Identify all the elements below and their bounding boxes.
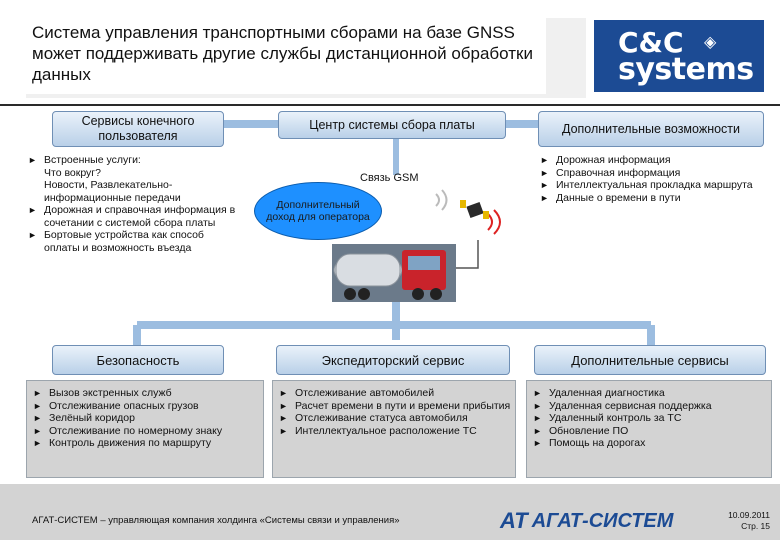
end-user-item: Новости, Развлекательно-информационные п… <box>26 179 236 204</box>
bullet-arrow-icon: ► <box>279 388 288 398</box>
service-item-text: Удаленная сервисная поддержка <box>549 399 712 412</box>
bullet-arrow-icon: ► <box>33 438 42 448</box>
service-item-text: Обновление ПО <box>549 424 629 437</box>
bullet-arrow-icon: ► <box>279 425 288 436</box>
service-item-text: Зелёный коридор <box>49 412 135 424</box>
bullet-arrow-icon: ► <box>33 413 42 423</box>
capability-item: ► Дорожная информация <box>538 154 766 167</box>
forwarding-panel: ► Отслеживание автомобилей ► Расчет времени… <box>272 380 516 478</box>
service-item: ► Вызов экстренных служб <box>31 387 259 400</box>
service-item: ► Отслеживание опасных грузов <box>31 400 259 413</box>
logo-line1: C&C <box>618 26 684 59</box>
service-item: ► Удаленная сервисная поддержка <box>531 400 767 413</box>
bullet-arrow-icon: ► <box>28 205 37 215</box>
bullet-arrow-icon: ► <box>533 425 542 436</box>
end-user-item: ► Дорожная и справочная информация в соче… <box>26 204 236 229</box>
bullet-arrow-icon: ► <box>279 400 288 411</box>
logo-line2: systems <box>618 52 754 87</box>
end-user-item-text: Дорожная и справочная информация в сочет… <box>44 204 236 229</box>
bullet-arrow-icon: ► <box>540 180 549 190</box>
service-item-text: Расчет времени в пути и времени прибытия <box>295 399 511 412</box>
service-item: ► Интеллектуальное расположение ТС <box>277 425 511 438</box>
bullet-arrow-icon: ► <box>33 425 42 436</box>
capability-item-text: Интеллектуальная прокладка маршрута <box>556 179 753 191</box>
agat-logo-text: АГАТ-СИСТЕМ <box>531 509 674 532</box>
end-user-item-text: Бортовые устройства как способ оплаты и … <box>44 229 204 254</box>
service-item-text: Вызов экстренных служб <box>49 387 172 399</box>
bullet-arrow-icon: ► <box>533 438 542 448</box>
service-item-text: Контроль движения по маршруту <box>49 437 212 449</box>
end-user-item: ► Бортовые устройства как способ оплаты и… <box>26 229 236 254</box>
bullet-arrow-icon: ► <box>28 155 37 165</box>
bullet-arrow-icon: ► <box>540 155 549 165</box>
agat-logo-icon: AT <box>500 508 528 533</box>
service-item: ► Помощь на дорогах <box>531 437 767 450</box>
logo-diamond-icon: ◈ <box>704 34 717 51</box>
service-item: ► Контроль движения по маршруту <box>31 437 259 450</box>
bullet-arrow-icon: ► <box>533 400 542 411</box>
additional-services-panel: ► Удаленная диагностика ► Удаленная сервисн… <box>526 380 772 478</box>
header-end-user-services: Сервисы конечного пользователя <box>52 111 224 147</box>
tanker-truck-icon <box>332 244 456 302</box>
service-item: ► Отслеживание автомобилей <box>277 387 511 400</box>
bullet-arrow-icon: ► <box>540 167 549 178</box>
service-item: ► Отслеживание статуса автомобиля <box>277 412 511 425</box>
service-item: ► Зелёный коридор <box>31 412 259 425</box>
satellite-icon <box>460 200 489 219</box>
service-item-text: Удаленная диагностика <box>549 387 665 399</box>
service-item: ► Удаленный контроль за ТС <box>531 412 767 425</box>
additional-capabilities-list: ► Дорожная информация ► Справочная информац… <box>538 154 766 204</box>
bullet-arrow-icon: ► <box>540 192 549 203</box>
title-separator <box>0 104 780 106</box>
signal-wave <box>435 193 440 207</box>
security-panel: ► Вызов экстренных служб ► Отслеживание опа… <box>26 380 264 478</box>
bullet-arrow-icon: ► <box>33 388 42 398</box>
capability-item: ► Данные о времени в пути <box>538 192 766 205</box>
service-item-text: Отслеживание по номерному знаку <box>49 424 223 437</box>
end-user-services-list: ► Встроенные услуги:Что вокруг?Новости, Р… <box>26 154 236 254</box>
truck-satellite-link <box>452 240 479 269</box>
footer-band <box>0 484 780 540</box>
header-additional-services: Дополнительные сервисы <box>534 345 766 375</box>
footer-company-text: АГАТ-СИСТЕМ – управляющая компания холди… <box>32 515 400 526</box>
capability-item-text: Данные о времени в пути <box>556 191 681 204</box>
end-user-item: ► Встроенные услуги: <box>26 154 236 167</box>
service-item-text: Интеллектуальное расположение ТС <box>295 424 477 437</box>
capability-item-text: Справочная информация <box>556 166 681 179</box>
bullet-arrow-icon: ► <box>33 400 42 411</box>
bullet-arrow-icon: ► <box>279 413 288 423</box>
end-user-item-text: Что вокруг? <box>44 166 101 179</box>
header-additional-capabilities: Дополнительные возможности <box>538 111 764 147</box>
header-toll-center: Центр системы сбора платы <box>278 111 506 139</box>
service-item-text: Отслеживание автомобилей <box>295 387 435 399</box>
end-user-item-text: Новости, Развлекательно-информационные п… <box>44 179 181 204</box>
capability-item: ► Интеллектуальная прокладка маршрута <box>538 179 766 192</box>
service-item: ► Отслеживание по номерному знаку <box>31 425 259 438</box>
bullet-arrow-icon: ► <box>533 388 542 398</box>
additional-revenue-oval: Дополнительный доход для оператора <box>254 182 382 240</box>
footer-date: 10.09.2011 <box>728 510 770 520</box>
footer-page: Стр. 15 <box>741 521 770 531</box>
service-item-text: Отслеживание статуса автомобиля <box>295 412 468 424</box>
service-item: ► Расчет времени в пути и времени прибыти… <box>277 400 511 413</box>
service-item: ► Удаленная диагностика <box>531 387 767 400</box>
cc-systems-logo: C&C ◈ systems <box>594 20 764 92</box>
bullet-arrow-icon: ► <box>533 413 542 423</box>
service-item-text: Помощь на дорогах <box>549 437 646 449</box>
header-security: Безопасность <box>52 345 224 375</box>
gsm-label: Связь GSM <box>360 172 419 184</box>
capability-item: ► Справочная информация <box>538 167 766 180</box>
service-item: ► Обновление ПО <box>531 425 767 438</box>
agat-system-logo: AT АГАТ-СИСТЕМ <box>500 508 673 534</box>
service-item-text: Отслеживание опасных грузов <box>49 399 199 412</box>
bullet-arrow-icon: ► <box>28 230 37 240</box>
end-user-item-text: Встроенные услуги: <box>44 154 141 166</box>
end-user-item: Что вокруг? <box>26 167 236 180</box>
capability-item-text: Дорожная информация <box>556 154 671 166</box>
slide-title: Система управления транспортными сборами… <box>26 18 546 94</box>
service-item-text: Удаленный контроль за ТС <box>549 412 682 424</box>
header-forwarding-service: Экспедиторский сервис <box>276 345 510 375</box>
